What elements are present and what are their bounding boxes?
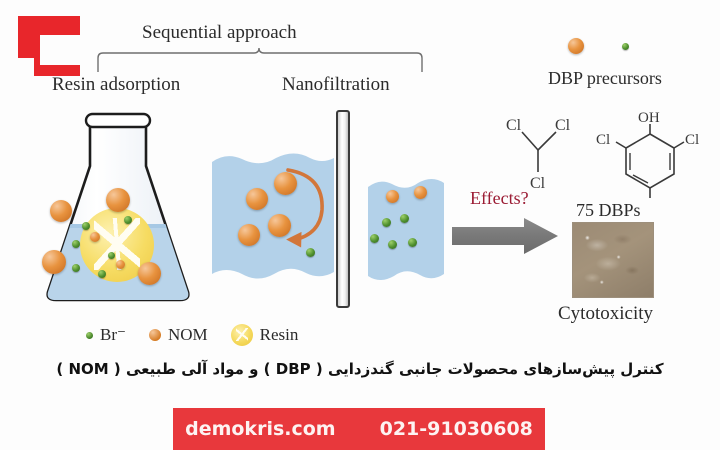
- atom-label-cl: Cl: [506, 117, 522, 134]
- bromide-particle: [72, 240, 80, 248]
- bromide-particle: [388, 240, 397, 249]
- atom-label-cl: Cl: [555, 117, 571, 134]
- nom-particle: [386, 190, 399, 203]
- dbp-precursors-label: DBP precursors: [548, 68, 662, 88]
- legend-label-nom: NOM: [167, 325, 208, 344]
- bromide-particle: [124, 216, 132, 224]
- nom-particle: [238, 224, 260, 246]
- water-body-right: [368, 179, 444, 280]
- resin-swatch-icon: [230, 324, 253, 346]
- nom-particle: [246, 188, 268, 210]
- precursor-nom-particle: [568, 38, 584, 54]
- water-stream-after-membrane: [368, 178, 444, 282]
- dbp-count-label: 75 DBPs: [576, 200, 641, 220]
- bromide-particle: [400, 214, 409, 223]
- website-label[interactable]: demokris.com: [185, 418, 336, 440]
- chloroform-structure: Cl Cl Cl: [506, 117, 571, 192]
- bromide-particle: [72, 264, 80, 272]
- nom-particle: [414, 186, 427, 199]
- legend-item-bromide: Br⁻: [86, 325, 126, 345]
- phone-label[interactable]: 021-91030608: [379, 418, 533, 440]
- nom-particle: [274, 172, 297, 195]
- nom-particle: [138, 262, 161, 285]
- bromide-particle: [98, 270, 106, 278]
- contact-banner[interactable]: demokris.com 021-91030608: [173, 408, 545, 450]
- legend-label-resin: Resin: [259, 325, 299, 344]
- bromide-particle: [306, 248, 315, 257]
- nom-particle: [116, 260, 125, 269]
- nom-particle: [42, 250, 66, 274]
- cytotoxicity-label: Cytotoxicity: [558, 303, 653, 324]
- atom-label-cl: Cl: [685, 132, 699, 148]
- cytotoxicity-micrograph: [572, 222, 654, 298]
- resin-particle: [80, 208, 154, 282]
- atom-label-cl: Cl: [596, 132, 610, 148]
- legend-item-resin: Resin: [230, 324, 299, 346]
- nom-particle: [90, 232, 100, 242]
- precursor-bromide-particle: [622, 43, 629, 50]
- persian-caption: کنترل پیش‌سازهای محصولات جانبی گندزدایی …: [56, 360, 664, 378]
- atom-label-oh: OH: [638, 110, 660, 126]
- logo-corner-cut: [18, 58, 34, 76]
- nom-particle: [268, 214, 291, 237]
- stage-label-nanofiltration: Nanofiltration: [282, 74, 390, 95]
- logo-inner-notch: [40, 35, 80, 65]
- water-stream-before-membrane: [212, 152, 334, 282]
- legend-item-nom: NOM: [148, 325, 208, 345]
- atom-label-cl: Cl: [530, 175, 546, 192]
- trichlorophenol-structure: OH Cl Cl Cl: [596, 110, 699, 198]
- bromide-particle: [108, 252, 115, 259]
- effects-arrow-icon: [452, 218, 558, 254]
- bromide-particle: [382, 218, 391, 227]
- sequential-approach-title: Sequential approach: [142, 22, 297, 43]
- bromide-particle: [82, 222, 90, 230]
- effects-question-label: Effects?: [470, 188, 529, 208]
- legend: Br⁻ NOM Resin: [86, 322, 366, 348]
- bromide-particle: [408, 238, 417, 247]
- rejection-arrow-icon: [286, 168, 324, 248]
- erlenmeyer-flask: [32, 104, 204, 312]
- bromide-swatch-icon: [86, 331, 93, 339]
- nom-swatch-icon: [148, 329, 161, 341]
- nanofiltration-membrane: [336, 110, 350, 308]
- bromide-particle: [370, 234, 379, 243]
- nom-particle: [106, 188, 130, 212]
- nom-particle: [50, 200, 72, 222]
- stage-label-resin-adsorption: Resin adsorption: [52, 74, 181, 95]
- brace-connector: [97, 47, 423, 72]
- demokris-logo-icon: [18, 16, 80, 76]
- legend-label-bromide: Br⁻: [100, 325, 126, 344]
